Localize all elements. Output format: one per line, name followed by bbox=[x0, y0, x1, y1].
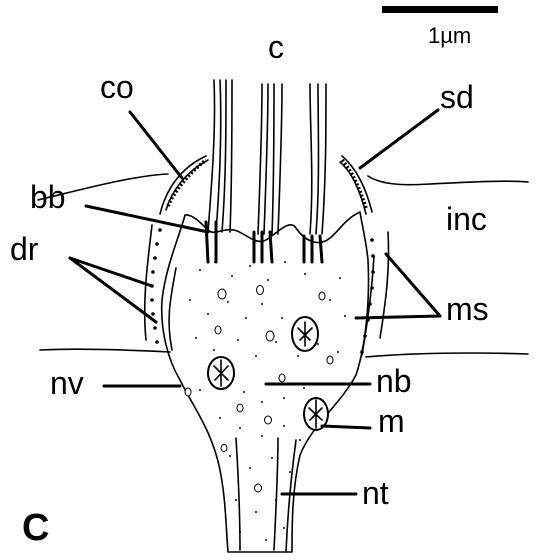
scale-bar-label: 1µm bbox=[428, 23, 471, 48]
label-nb: nb bbox=[376, 363, 412, 399]
label-m: m bbox=[378, 403, 405, 439]
label-dr: dr bbox=[10, 231, 39, 267]
panel-letter: C bbox=[22, 507, 49, 549]
neurotubule-right bbox=[274, 438, 278, 550]
collar-left bbox=[160, 156, 208, 214]
label-inc: inc bbox=[446, 201, 487, 237]
scale-bar bbox=[382, 6, 498, 13]
cell-boundary-right bbox=[366, 353, 528, 357]
cell-boundary-left bbox=[40, 349, 170, 352]
label-co: co bbox=[100, 69, 134, 105]
cilia-bundle bbox=[208, 80, 326, 234]
leader-co bbox=[130, 112, 182, 178]
mitochondrion-1 bbox=[292, 317, 318, 351]
neuron-body-outline bbox=[162, 212, 369, 552]
leader-m bbox=[322, 426, 370, 428]
leader-sd bbox=[360, 110, 438, 168]
label-sd: sd bbox=[440, 79, 474, 115]
mitochondrion-2 bbox=[208, 357, 234, 389]
leader-dr-1 bbox=[70, 258, 152, 286]
label-nt: nt bbox=[362, 475, 389, 511]
vesicles bbox=[185, 286, 333, 493]
leader-dr-2 bbox=[70, 258, 156, 322]
label-ms: ms bbox=[446, 291, 489, 327]
leader-bb bbox=[86, 206, 208, 232]
leader-ms-1 bbox=[386, 254, 440, 316]
collar-right bbox=[340, 156, 372, 214]
cuticle-outline-right bbox=[368, 176, 528, 185]
neurotubule-left bbox=[236, 438, 240, 550]
label-nv: nv bbox=[50, 365, 84, 401]
label-bb: bb bbox=[30, 179, 66, 215]
leader-ms-2 bbox=[356, 316, 440, 318]
label-c: c bbox=[268, 29, 284, 65]
